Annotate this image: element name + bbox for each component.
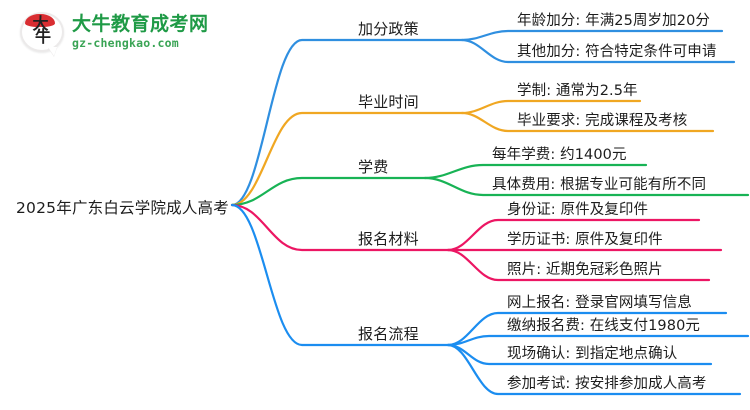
leaf-node-4-3[interactable]: 照片: 近期免冠彩色照片 xyxy=(507,262,663,278)
branch-node-3[interactable]: 学费 xyxy=(358,158,389,176)
brand-logo: 大 牛 大牛教育成考网 gz-chengkao.com xyxy=(18,10,209,54)
leaf-node-3-1[interactable]: 每年学费: 约1400元 xyxy=(492,147,627,163)
mindmap-root-node[interactable]: 2025年广东白云学院成人高考 xyxy=(16,199,229,217)
brand-subtitle-url: gz-chengkao.com xyxy=(72,35,179,50)
connector-root-to-branch-1 xyxy=(230,38,464,207)
brand-title: 大牛教育成考网 xyxy=(72,12,209,35)
brand-text-block: 大牛教育成考网 gz-chengkao.com xyxy=(72,12,209,50)
logo-mark-text: 大 牛 xyxy=(18,16,62,46)
branch-node-4[interactable]: 报名材料 xyxy=(358,230,419,248)
leaf-node-1-2[interactable]: 其他加分: 符合特定条件可申请 xyxy=(517,44,717,60)
leaf-node-3-2[interactable]: 具体费用: 根据专业可能有所不同 xyxy=(492,177,707,193)
leaf-node-5-3[interactable]: 现场确认: 到指定地点确认 xyxy=(507,346,678,362)
branch-node-2[interactable]: 毕业时间 xyxy=(358,93,419,111)
red-swoosh-shape xyxy=(25,14,55,27)
leaf-node-4-2[interactable]: 学历证书: 原件及复印件 xyxy=(507,232,663,248)
branch-node-1[interactable]: 加分政策 xyxy=(358,20,419,38)
branch-node-5[interactable]: 报名流程 xyxy=(358,325,419,343)
leaf-node-2-2[interactable]: 毕业要求: 完成课程及考核 xyxy=(517,113,688,129)
connector-branch-1-leaf-1 xyxy=(460,29,724,42)
logo-char-niu: 牛 xyxy=(34,29,51,46)
leaf-node-2-1[interactable]: 学制: 通常为2.5年 xyxy=(517,83,638,99)
connector-root-to-branch-2 xyxy=(230,111,464,207)
leaf-node-5-4[interactable]: 参加考试: 按安排参加成人高考 xyxy=(507,376,707,392)
leaf-node-5-1[interactable]: 网上报名: 登录官网填写信息 xyxy=(507,295,692,311)
daniu-logo-icon: 大 牛 xyxy=(18,10,64,54)
logo-char-da: 大 xyxy=(32,16,48,33)
connector-root-to-branch-3 xyxy=(230,176,427,207)
leaf-node-5-2[interactable]: 缴纳报名费: 在线支付1980元 xyxy=(507,318,700,334)
leaf-node-4-1[interactable]: 身份证: 原件及复印件 xyxy=(507,202,649,218)
leaf-node-1-1[interactable]: 年龄加分: 年满25周岁加20分 xyxy=(517,13,710,29)
